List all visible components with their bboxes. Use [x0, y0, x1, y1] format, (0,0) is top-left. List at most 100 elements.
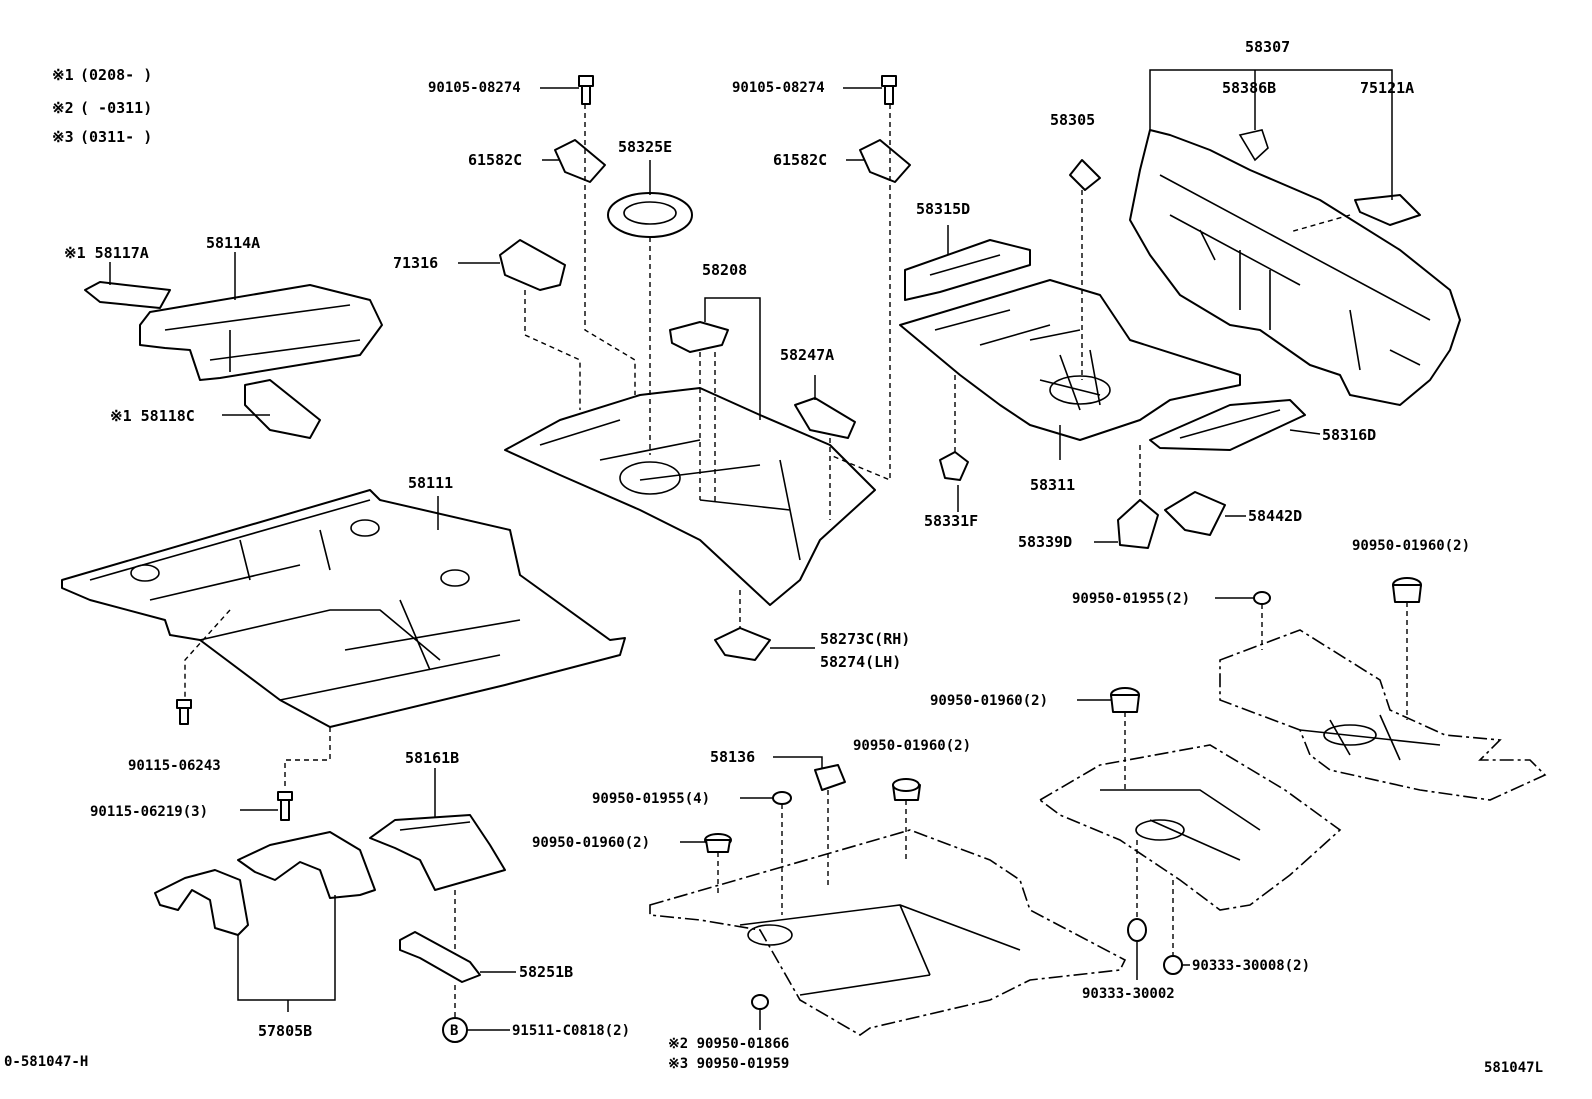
grommet-90950-01960-mr [1110, 687, 1140, 713]
rail-58114A [139, 284, 383, 381]
leader-58307 [1149, 69, 1393, 200]
label-71316: 71316 [393, 254, 438, 272]
bolt-90105-08274-left [578, 75, 594, 105]
guide-75121A [1289, 214, 1351, 233]
bracket-58305 [1069, 159, 1101, 191]
bracket-58247A [794, 397, 856, 439]
label-58273C-rh: 58273C(RH) [820, 630, 910, 648]
label-58315D: 58315D [916, 200, 970, 218]
diagram-code-left: 0-581047-H [4, 1054, 88, 1070]
grommet-90950-01960-l [704, 833, 732, 853]
bracket-58161B [369, 814, 506, 891]
label-58111: 58111 [408, 474, 453, 492]
label-90115-06219: 90115-06219(3) [90, 804, 208, 820]
legend-row-1-mark: ※1 [52, 66, 74, 84]
leader-58316D [1289, 429, 1321, 435]
label-61582C-right: 61582C [773, 151, 827, 169]
label-90115-06243: 90115-06243 [128, 758, 221, 774]
bracket-58315D [904, 239, 1031, 301]
bracket-58339D [1117, 499, 1159, 549]
center-floor-pan-58311 [899, 279, 1241, 441]
bracket-58118C [244, 379, 321, 439]
label-90105-08274-left: 90105-08274 [428, 80, 521, 96]
bracket-61582C-right [859, 139, 911, 183]
bracket-57805B-right [237, 831, 376, 899]
guide-58111-bolt [184, 609, 231, 700]
label-90950-01866: ※2 90950-01866 [668, 1036, 789, 1052]
legend-row-3-range: (0311- ) [80, 128, 152, 146]
label-58386B: 58386B [1222, 79, 1276, 97]
bolt-90105-08274-right [881, 75, 897, 105]
bracket-58273C [714, 627, 771, 661]
label-58247A: 58247A [780, 346, 834, 364]
label-90950-01960-mr: 90950-01960(2) [930, 693, 1048, 709]
label-58114A: 58114A [206, 234, 260, 252]
label-58307: 58307 [1245, 38, 1290, 56]
label-91511-C0818: 91511-C0818(2) [512, 1023, 630, 1039]
grommet-90950-01955-r [1253, 591, 1271, 605]
label-58311: 58311 [1030, 476, 1075, 494]
bracket-58316D [1149, 399, 1306, 451]
legend-row-1-range: (0208- ) [80, 66, 152, 84]
bracket-58442D [1164, 491, 1226, 536]
label-90333-30002: 90333-30002 [1082, 986, 1175, 1002]
label-58136: 58136 [710, 748, 755, 766]
bracket-58251B [399, 931, 481, 983]
bolt-90115-06219 [277, 791, 293, 821]
guide-58111-lower [284, 727, 331, 790]
label-58339D: 58339D [1018, 533, 1072, 551]
rear-floor-pan-58307 [1129, 129, 1461, 406]
leader-58208 [704, 297, 761, 420]
label-58274-lh: 58274(LH) [820, 653, 901, 671]
label-58118C: ※1 58118C [110, 407, 195, 425]
label-58316D: 58316D [1322, 426, 1376, 444]
circle-b-label: B [450, 1023, 458, 1039]
plug-58325E [607, 192, 693, 238]
label-90105-08274-right: 90105-08274 [732, 80, 825, 96]
bracket-71316 [499, 239, 566, 291]
label-90950-01955-r: 90950-01955(2) [1072, 591, 1190, 607]
label-58442D: 58442D [1248, 507, 1302, 525]
clip-58208 [669, 321, 729, 353]
label-57805B: 57805B [258, 1022, 312, 1040]
under-cover-far-right [1219, 629, 1547, 801]
grommet-90950-01955-m [772, 791, 792, 805]
leader-58136 [773, 756, 823, 768]
legend: ※1 (0208- ) ※2 ( -0311) ※3 (0311- ) [52, 66, 152, 146]
guide-61582C-left [584, 104, 636, 395]
label-90950-01959: ※3 90950-01959 [668, 1056, 789, 1072]
front-floor-pan-58111 [61, 489, 626, 728]
bracket-61582C-left [554, 139, 606, 183]
guide-58208 [699, 352, 716, 505]
grommet-90333-30008 [1163, 955, 1183, 975]
under-cover-lower-right [1038, 744, 1342, 911]
grommet-90950-01866 [751, 994, 769, 1010]
label-58305: 58305 [1050, 111, 1095, 129]
label-90950-01960-l: 90950-01960(2) [532, 835, 650, 851]
bracket-58117A [84, 281, 171, 309]
label-58161B: 58161B [405, 749, 459, 767]
legend-row-2-mark: ※2 [52, 99, 74, 117]
label-90950-01955-m: 90950-01955(4) [592, 791, 710, 807]
diagram-code-right: 581047L [1484, 1060, 1543, 1076]
label-58208: 58208 [702, 261, 747, 279]
label-58325E: 58325E [618, 138, 672, 156]
label-58117A: ※1 58117A [64, 244, 149, 262]
grommet-90950-01960-m [892, 778, 921, 801]
plug-58136 [814, 764, 846, 791]
label-90333-30008: 90333-30008(2) [1192, 958, 1310, 974]
bolt-90115-06243 [176, 699, 192, 725]
grommet-90333-30002 [1127, 918, 1147, 942]
legend-row-2-range: ( -0311) [80, 99, 152, 117]
label-61582C-left: 61582C [468, 151, 522, 169]
circle-b-marker: B [442, 1017, 468, 1043]
leader-57805B [237, 895, 336, 1001]
guide-71316 [524, 290, 581, 410]
clip-58331F [939, 451, 969, 481]
under-cover-lower-middle [649, 829, 1127, 1036]
label-58331F: 58331F [924, 512, 978, 530]
bracket-57805B-left [154, 869, 249, 936]
label-90950-01960-tr: 90950-01960(2) [1352, 538, 1470, 554]
label-75121A: 75121A [1360, 79, 1414, 97]
label-90950-01960-m: 90950-01960(2) [853, 738, 971, 754]
